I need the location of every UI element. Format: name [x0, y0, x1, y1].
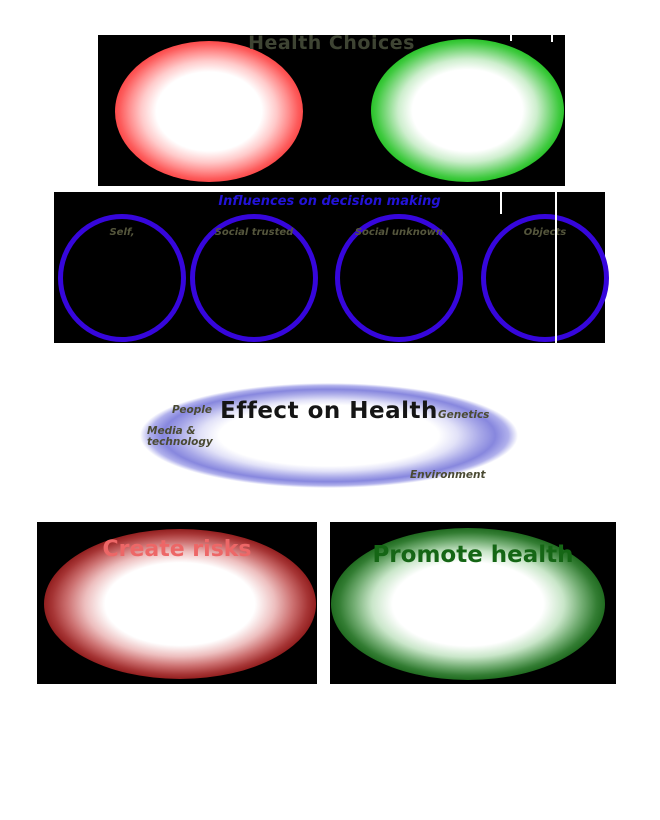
risk-ellipse-top — [115, 41, 303, 182]
effect-on-health-ring — [140, 383, 518, 488]
label-people: People — [172, 404, 212, 416]
health-ellipse-top — [371, 39, 564, 182]
health-choices-title: Health Choices — [248, 32, 415, 54]
circle-label-self: Self, — [109, 227, 135, 238]
label-genetics: Genetics — [438, 409, 490, 421]
white-tick-mark-2 — [551, 35, 553, 42]
influence-circle-objects: Objects — [481, 214, 609, 342]
influence-circle-social-trusted: Social trusted — [190, 214, 318, 342]
circle-label-social-trusted: Social trusted — [214, 227, 294, 238]
label-media-technology: Media & technology — [147, 425, 213, 448]
label-environment: Environment — [410, 469, 486, 481]
promote-health-ellipse — [331, 528, 605, 680]
create-risks-ellipse — [44, 529, 316, 679]
create-risks-title: Create risks — [102, 537, 252, 562]
circle-label-objects: Objects — [523, 227, 567, 238]
influence-circle-social-unknown: Social unknown — [335, 214, 463, 342]
influence-circle-self: Self, — [58, 214, 186, 342]
effect-on-health-title: Effect on Health — [220, 398, 438, 424]
promote-health-title: Promote health — [372, 542, 574, 568]
circle-label-social-unknown: Social unknown — [354, 227, 444, 238]
white-line-long — [555, 192, 557, 343]
white-line-short — [500, 192, 502, 214]
white-tick-mark-1 — [510, 35, 512, 41]
influences-title: Influences on decision making — [218, 194, 441, 209]
